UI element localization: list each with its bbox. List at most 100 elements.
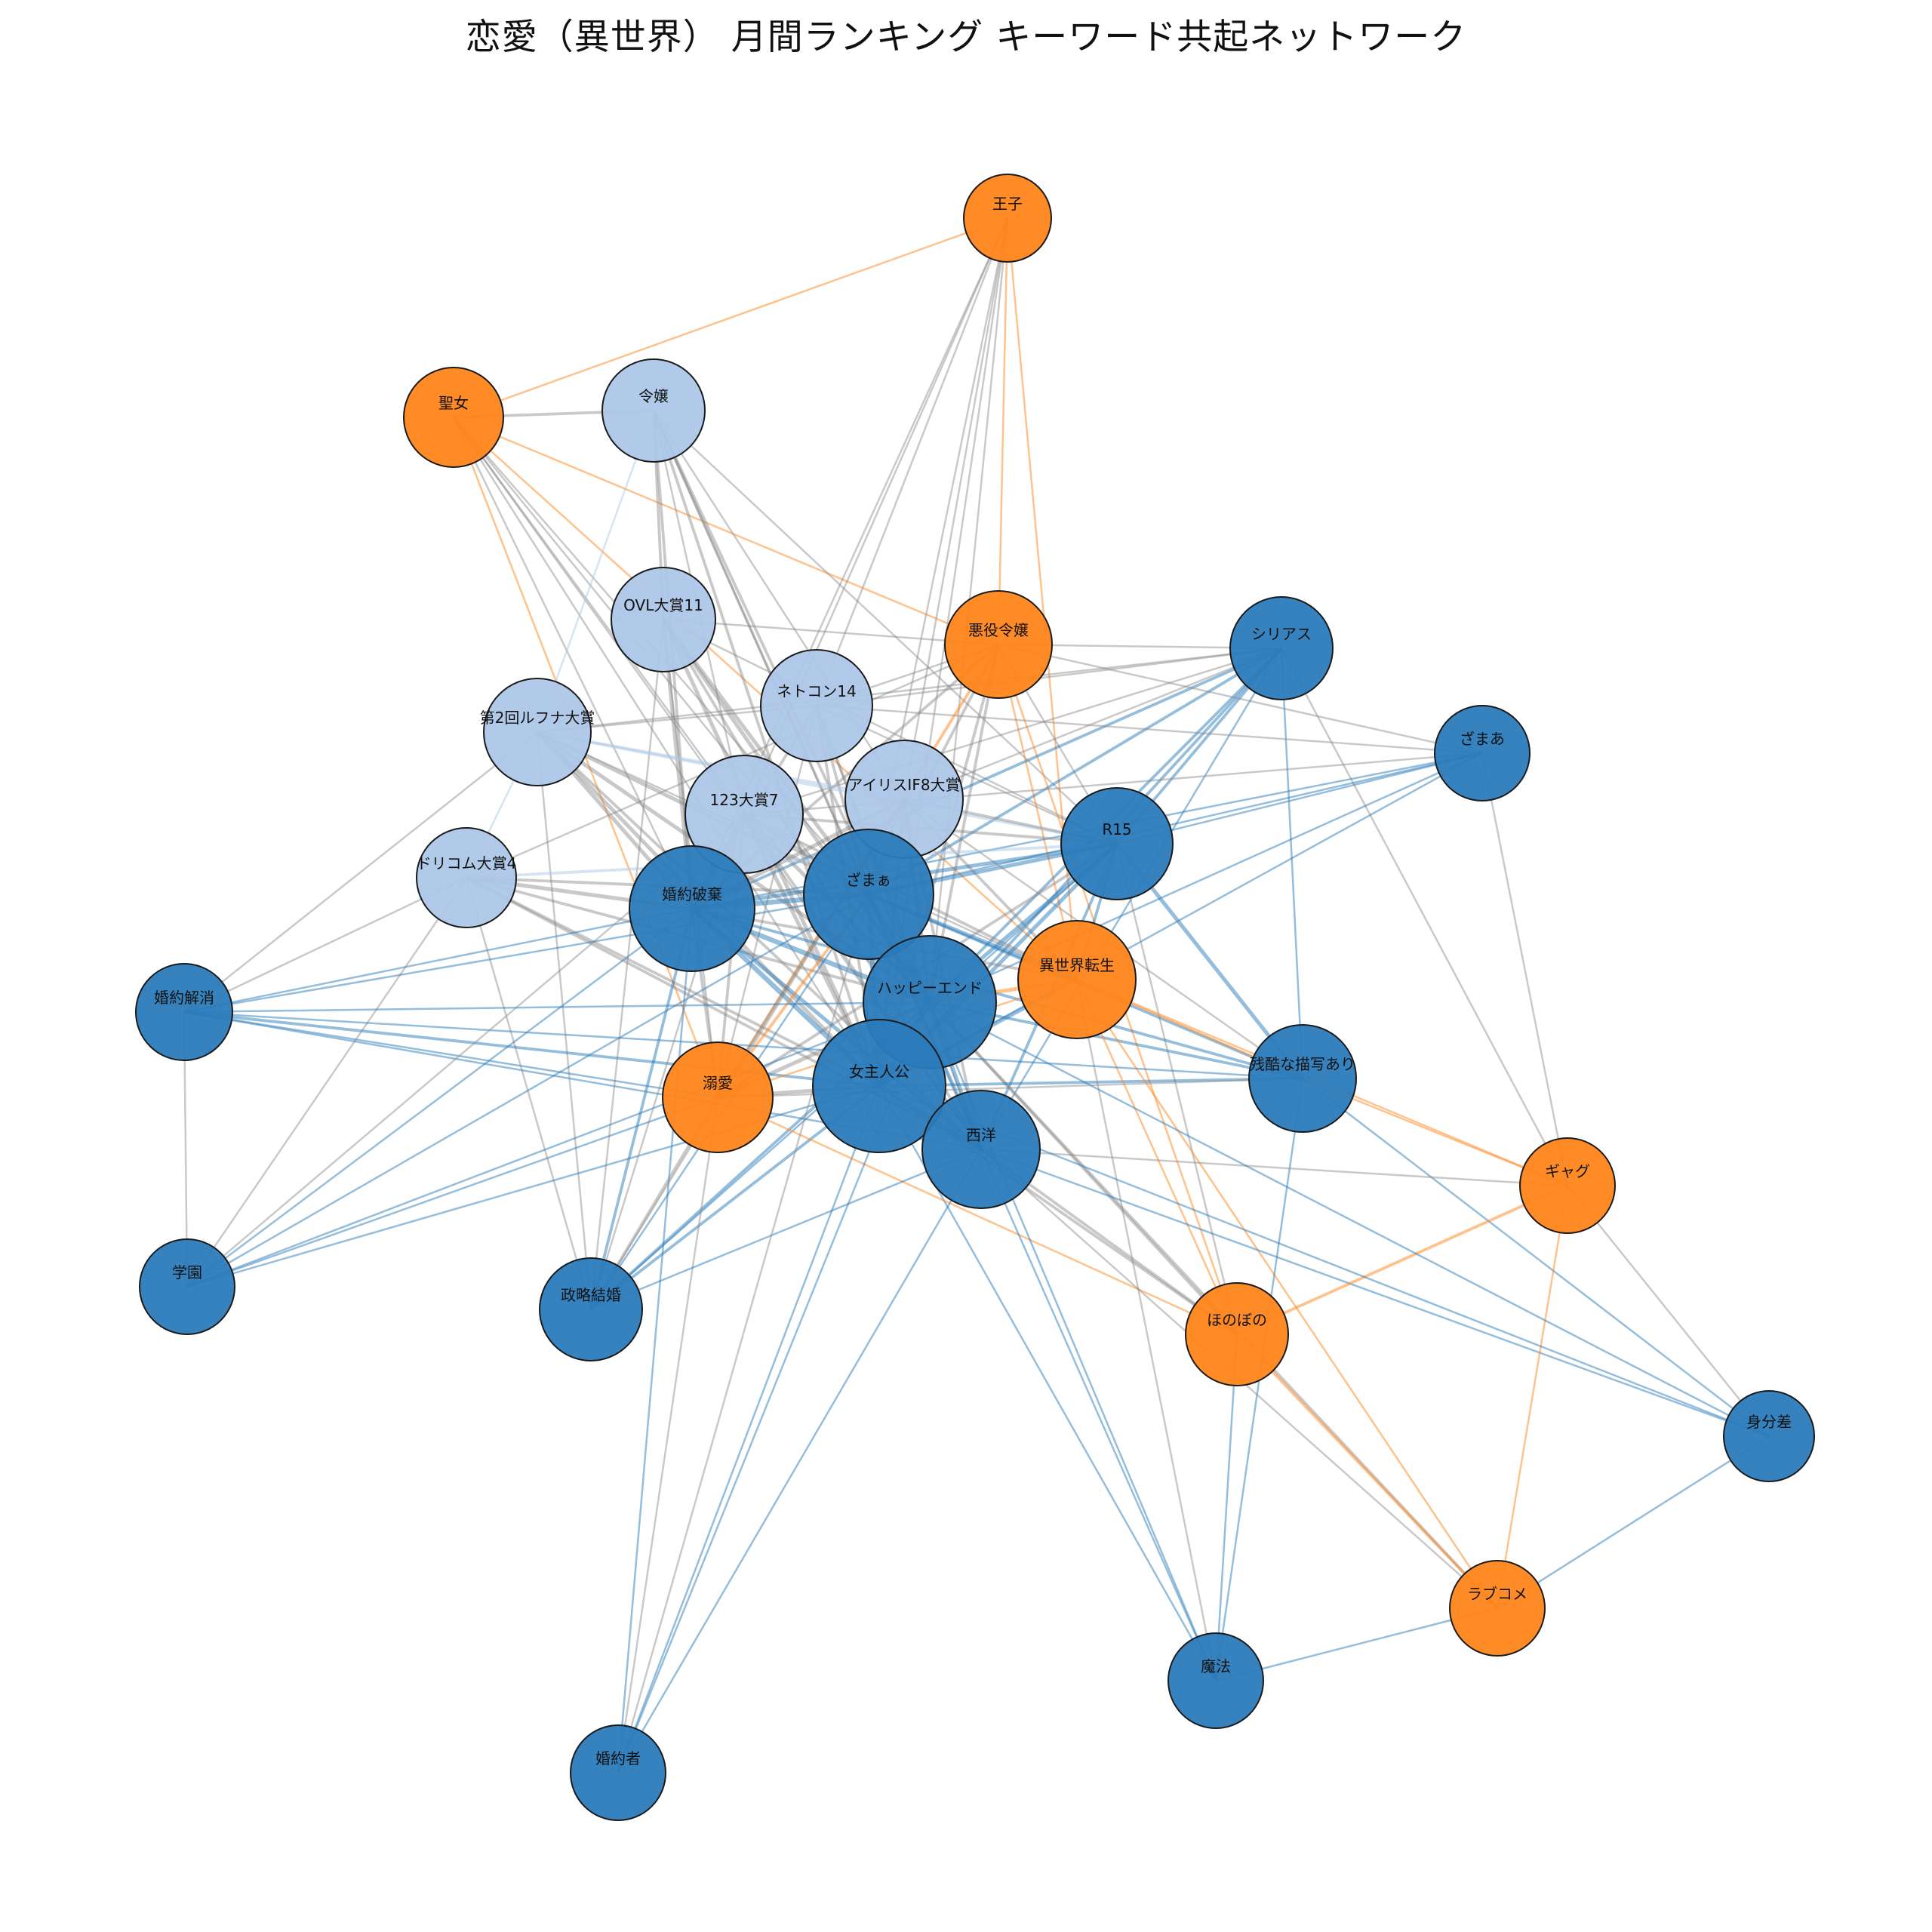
edge xyxy=(453,416,999,646)
edge xyxy=(1235,1333,1499,1610)
node-circle xyxy=(803,829,934,960)
edge xyxy=(1215,1607,1498,1682)
node-circle xyxy=(662,1041,774,1153)
edge xyxy=(663,618,1118,845)
edge xyxy=(980,1148,1568,1187)
node: 溺愛 xyxy=(662,1041,774,1153)
edge xyxy=(183,1011,880,1088)
edge xyxy=(452,417,746,815)
node: ラブコメ xyxy=(1449,1560,1546,1657)
edge xyxy=(453,217,1008,419)
edge xyxy=(816,647,1282,707)
node-circle xyxy=(403,367,504,468)
node-circle xyxy=(611,567,716,672)
node: ギャグ xyxy=(1519,1137,1616,1234)
node-label: 学園 xyxy=(172,1263,202,1281)
node: 婚約解消 xyxy=(135,963,233,1061)
node-circle xyxy=(629,845,755,972)
edge xyxy=(903,217,1009,800)
edge xyxy=(980,1149,1217,1681)
node-circle xyxy=(1248,1024,1357,1133)
edge xyxy=(1496,1185,1569,1609)
node-label: 異世界転生 xyxy=(1039,956,1115,974)
node: ざまあ xyxy=(1434,705,1531,801)
edge xyxy=(183,907,693,1014)
node-label: 令嬢 xyxy=(638,387,669,405)
node-circle xyxy=(139,1238,235,1335)
node-label: ざまぁ xyxy=(846,871,891,889)
edge xyxy=(997,217,1009,645)
node-label: 魔法 xyxy=(1201,1657,1231,1675)
node-label: 婚約破棄 xyxy=(662,885,722,903)
node-circle xyxy=(1434,705,1531,801)
node: アイリスIF8大賞 xyxy=(844,740,964,859)
node-circle xyxy=(570,1724,666,1821)
node-label: OVL大賞11 xyxy=(623,596,703,614)
edge xyxy=(663,618,999,646)
edge xyxy=(186,1096,718,1288)
node-circle xyxy=(1449,1560,1546,1657)
edge xyxy=(1214,1334,1238,1681)
node: ざまぁ xyxy=(803,829,934,960)
edge xyxy=(980,1148,1770,1438)
edge xyxy=(1236,1184,1568,1336)
edge xyxy=(717,1096,1238,1336)
node: シリアス xyxy=(1229,596,1334,700)
node-circle xyxy=(760,649,873,762)
node-label: 身分差 xyxy=(1746,1413,1792,1431)
edge xyxy=(1075,979,1238,1335)
edge xyxy=(1075,979,1217,1681)
edge xyxy=(617,1149,983,1774)
edge xyxy=(186,893,869,1288)
chart-title: 恋愛（異世界） 月間ランキング キーワード共起ネットワーク xyxy=(465,17,1467,58)
node: 女主人公 xyxy=(812,1019,946,1153)
node: 異世界転生 xyxy=(1017,920,1137,1039)
node: 政略結婚 xyxy=(539,1257,643,1361)
node-label: 婚約解消 xyxy=(154,989,214,1007)
node-circle xyxy=(483,678,592,786)
node-circle xyxy=(1519,1137,1616,1234)
node: ドリコム大賞4 xyxy=(416,827,517,928)
node-label: ざまあ xyxy=(1460,730,1505,748)
node-label: 123大賞7 xyxy=(710,791,779,809)
node: 悪役令嬢 xyxy=(944,590,1053,699)
edge xyxy=(452,417,694,909)
node-circle xyxy=(1017,920,1137,1039)
edge xyxy=(617,1097,719,1774)
node-label: 政略結婚 xyxy=(561,1286,621,1304)
node-circle xyxy=(135,963,233,1061)
edge xyxy=(186,1084,880,1288)
node: ネトコン14 xyxy=(760,649,873,762)
edge xyxy=(617,908,694,1774)
node-label: ギャグ xyxy=(1545,1162,1590,1180)
edge xyxy=(590,1148,982,1311)
edge xyxy=(929,1001,1770,1438)
node-circle xyxy=(1060,787,1174,900)
edge xyxy=(691,647,1282,910)
node: 残酷な描写あり xyxy=(1248,1024,1357,1133)
edge xyxy=(653,410,1118,844)
edge xyxy=(589,908,694,1310)
edge xyxy=(903,647,1282,801)
edge xyxy=(1302,1078,1770,1437)
node-circle xyxy=(944,590,1053,699)
node-label: アイリスIF8大賞 xyxy=(848,776,960,794)
node-label: 聖女 xyxy=(438,394,469,412)
node-circle xyxy=(539,1257,643,1361)
edge xyxy=(537,647,1282,734)
node: R15 xyxy=(1060,787,1174,900)
node-circle xyxy=(812,1019,946,1153)
edge xyxy=(537,731,1078,981)
node-circle xyxy=(601,358,706,463)
edge xyxy=(878,1077,1303,1088)
node-circle xyxy=(1185,1282,1289,1386)
edge xyxy=(652,410,881,1087)
edge xyxy=(652,410,870,895)
edge xyxy=(183,731,538,1013)
node-circle xyxy=(921,1090,1041,1209)
node-label: ラブコメ xyxy=(1467,1585,1527,1603)
node-circle xyxy=(416,827,517,928)
edge xyxy=(183,1001,931,1014)
edge xyxy=(998,643,1483,755)
